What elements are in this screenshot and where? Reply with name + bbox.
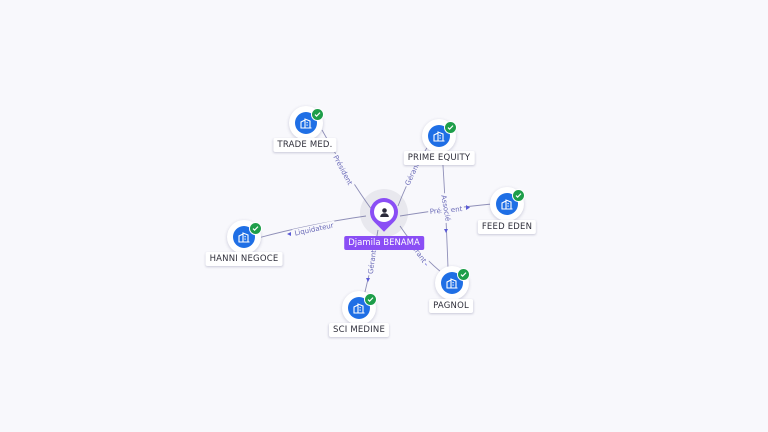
verified-check-icon	[364, 293, 377, 306]
company-label-prime-equity[interactable]: PRIME EQUITY	[403, 151, 475, 165]
company-label-hanni-negoce[interactable]: HANNI NEGOCE	[205, 252, 283, 266]
company-label-feed-eden[interactable]: FEED EDEN	[477, 220, 537, 234]
edge-label-trade-med: Président	[330, 152, 356, 189]
svg-text:Gérant: Gérant	[404, 161, 422, 186]
arrow-sci-medine	[366, 278, 370, 282]
company-label-pagnol[interactable]: PAGNOL	[429, 299, 473, 313]
company-label-trade-med[interactable]: TRADE MED.	[273, 138, 337, 152]
company-label-sci-medine[interactable]: SCI MEDINE	[328, 323, 390, 337]
svg-text:Président: Président	[331, 154, 354, 187]
edge-label-prime-to-pagnol: Associé	[438, 192, 453, 224]
svg-text:Liquidateur: Liquidateur	[294, 221, 335, 237]
edge-hanni-negoce	[257, 215, 367, 239]
svg-text:Gérant: Gérant	[367, 249, 378, 274]
edge-label-hanni-negoce: Liquidateur	[292, 220, 337, 239]
person-icon	[374, 202, 394, 222]
verified-check-icon	[311, 108, 324, 121]
arrow-prime-to-pagnol	[444, 229, 448, 233]
edge-label-sci-medine: Gérant	[366, 247, 379, 277]
verified-check-icon	[444, 121, 457, 134]
arrow-feed-eden	[466, 205, 470, 210]
edge-pagnol	[399, 225, 447, 277]
verified-check-icon	[249, 222, 262, 235]
verified-check-icon	[457, 268, 470, 281]
person-label[interactable]: Djamila BENAMA	[344, 236, 424, 250]
verified-check-icon	[512, 189, 525, 202]
arrow-hanni-negoce	[287, 232, 291, 236]
